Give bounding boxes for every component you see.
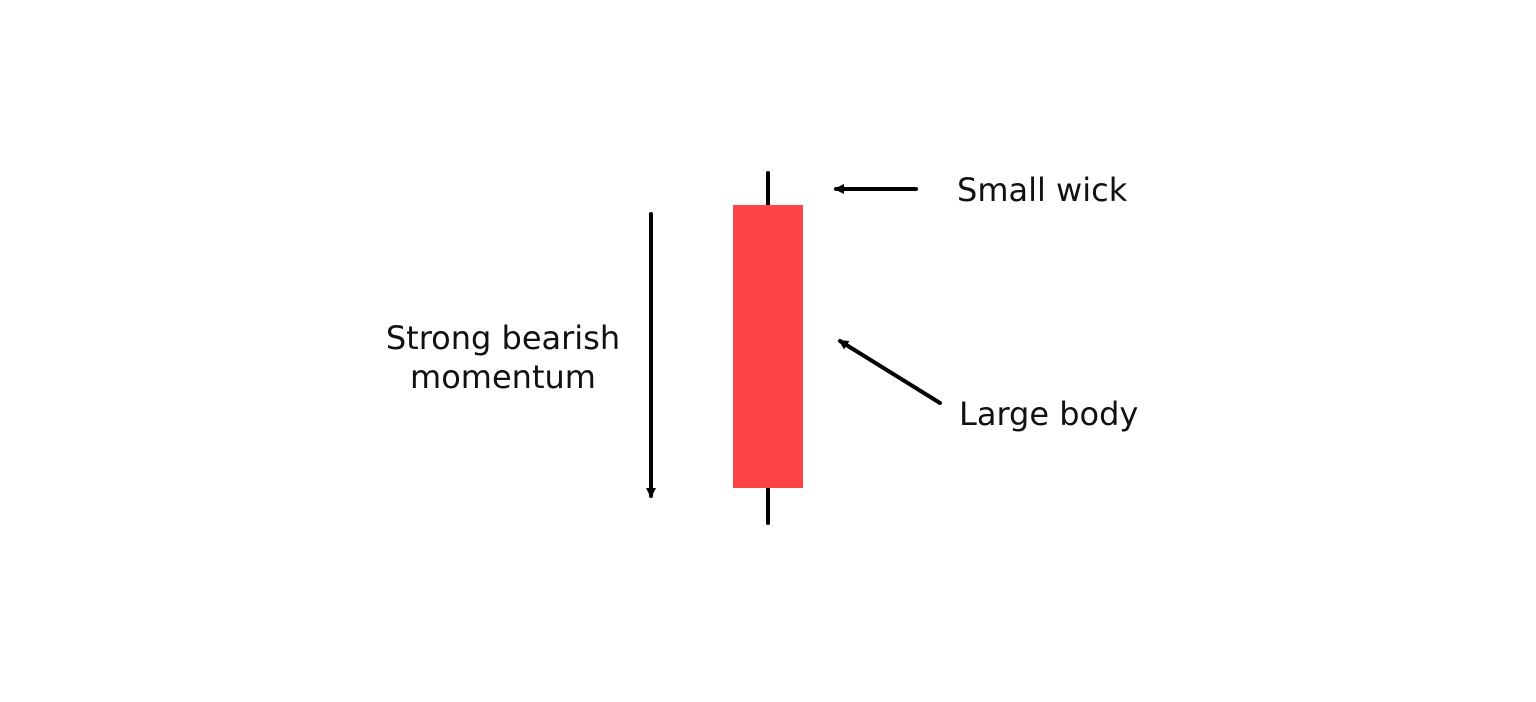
large-body-label: Large body	[959, 395, 1138, 433]
candle-body	[733, 205, 803, 488]
momentum-label-line1: Strong bearish	[386, 319, 620, 357]
small-wick-label: Small wick	[957, 171, 1128, 209]
body-pointer-arrow	[838, 339, 942, 405]
momentum-label-line2: momentum	[410, 358, 596, 396]
